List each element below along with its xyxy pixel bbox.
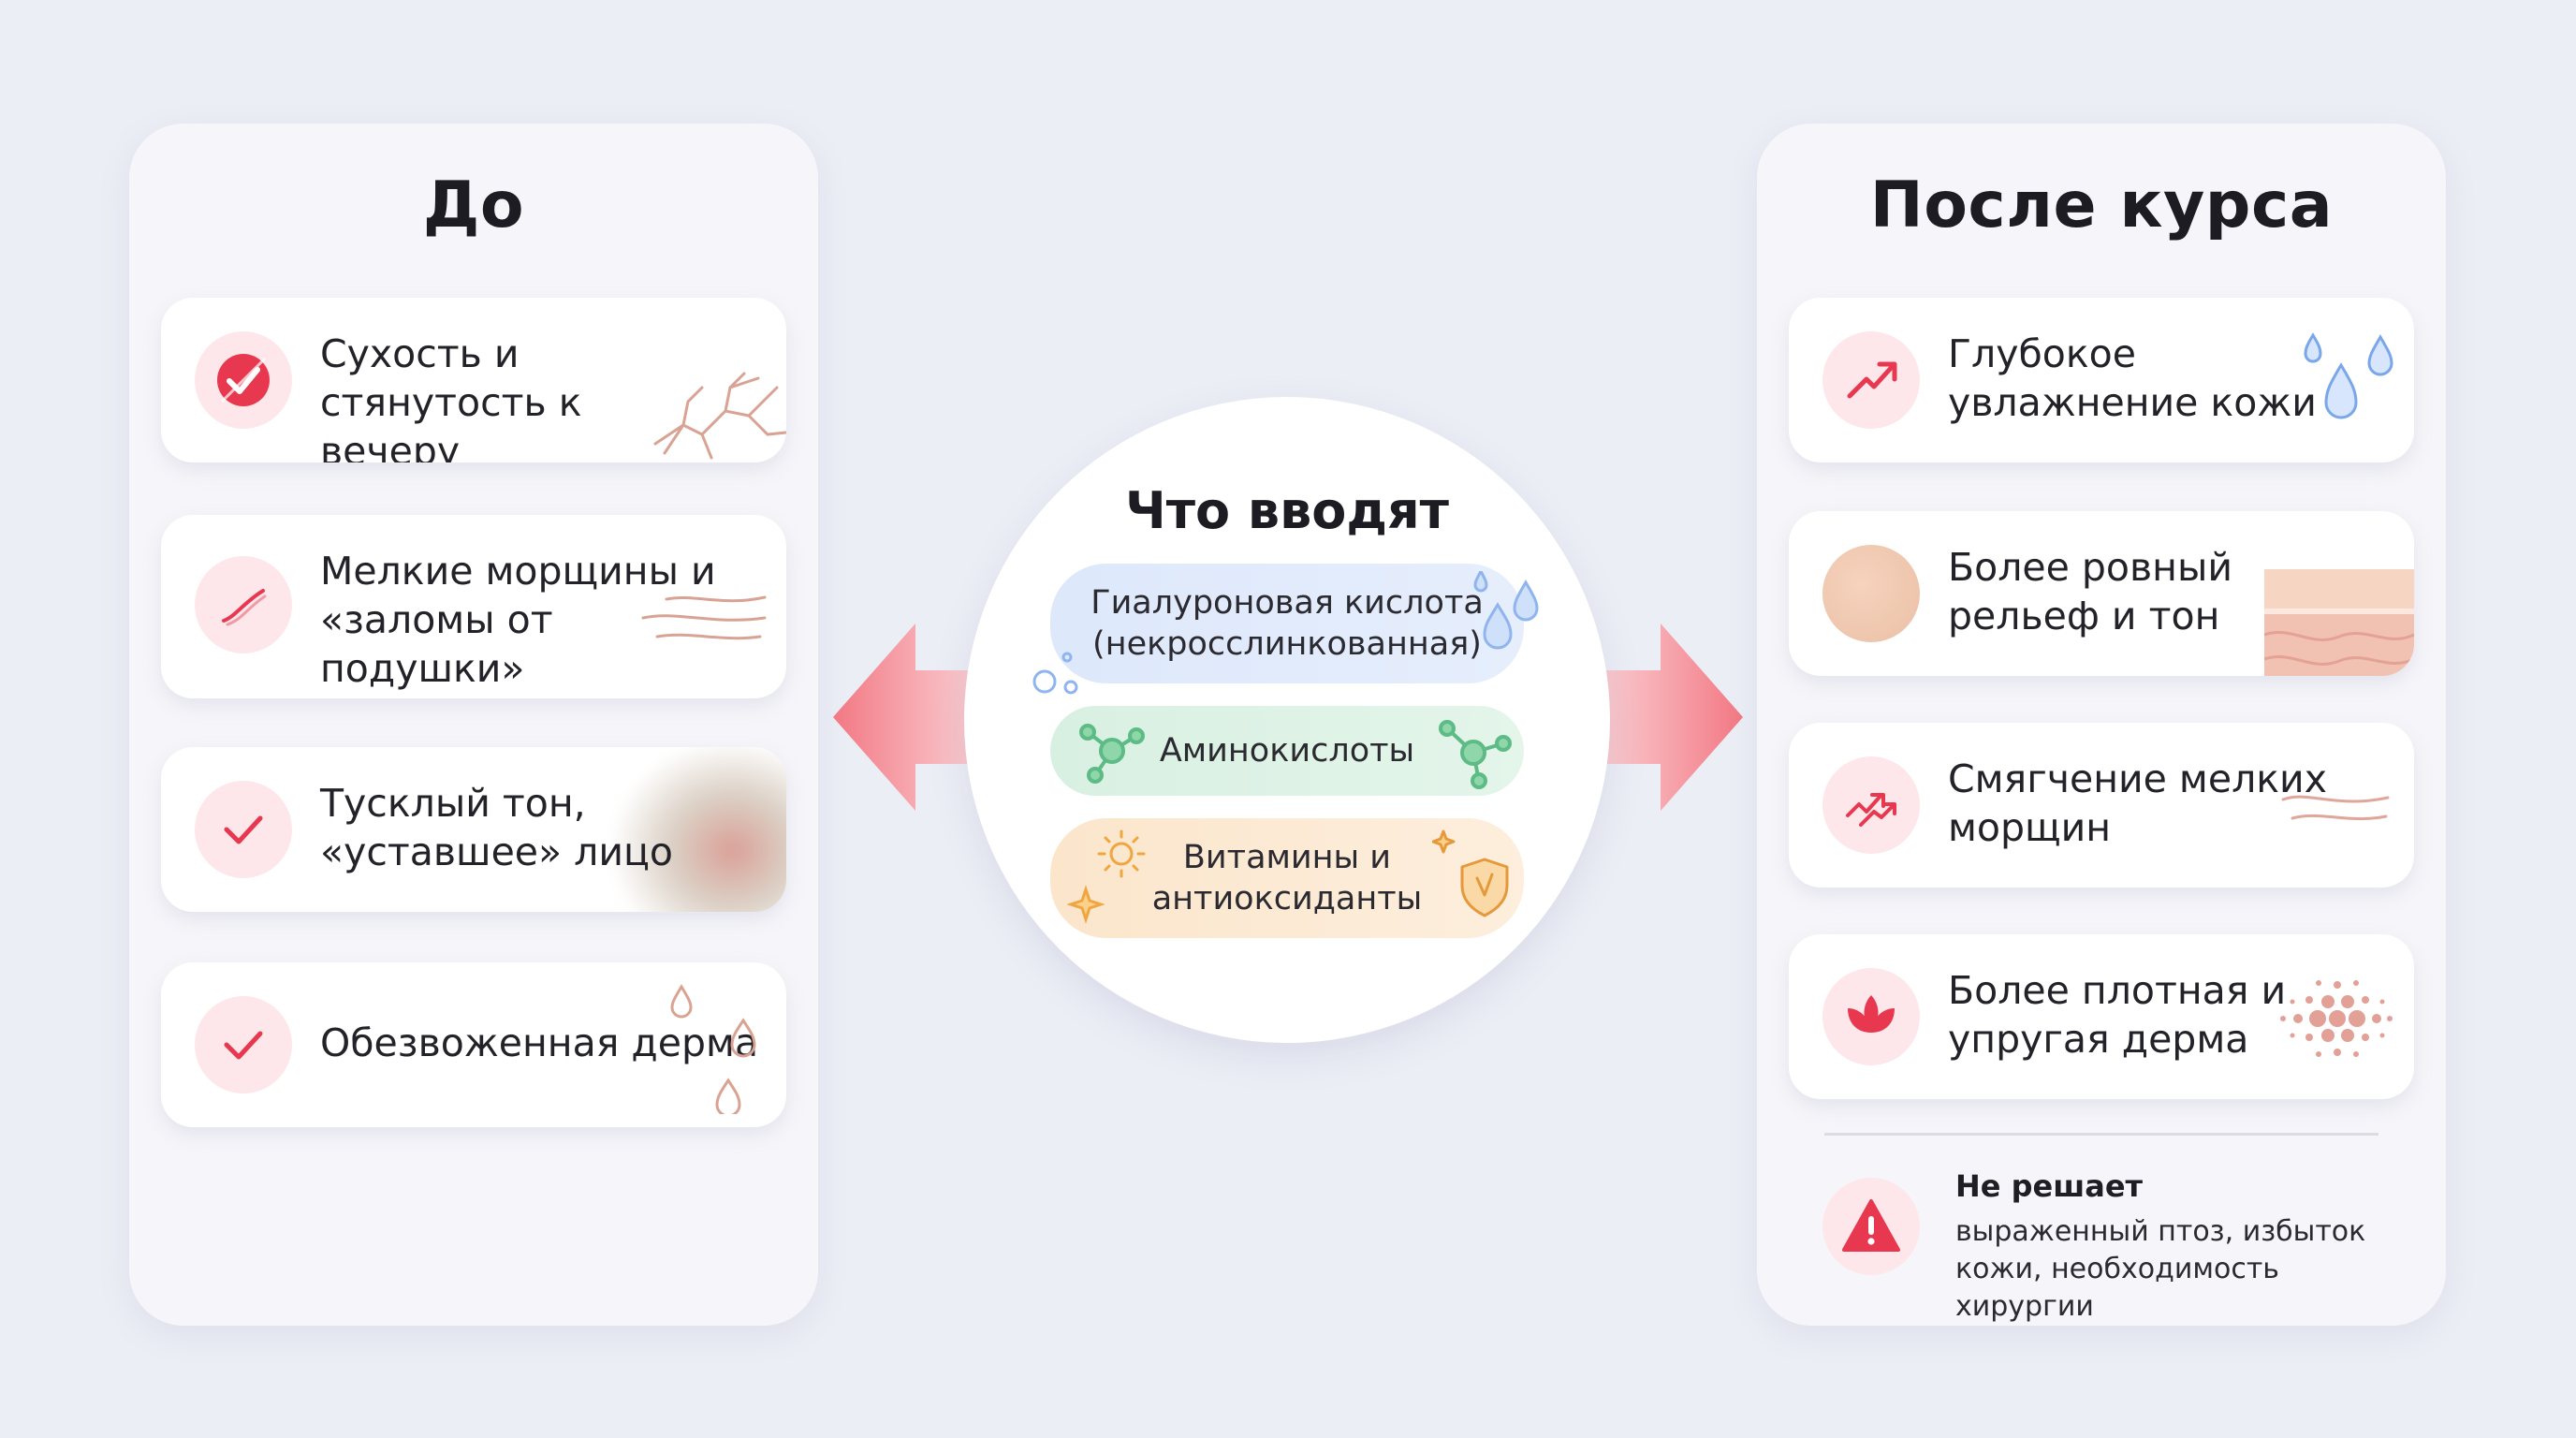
- after-item-text: Смягчение мелких морщин: [1948, 756, 2327, 850]
- arrow-right-icon: [1593, 624, 1743, 811]
- ingredient-text: Гиалуроновая кислота (некросслинкованная…: [1090, 584, 1484, 663]
- before-item-text: Сухость и стянутость к вечеру: [320, 331, 582, 462]
- warning-text: выраженный птоз, избыток кожи, необходим…: [1955, 1215, 2366, 1323]
- wrinkle-line-icon: [195, 556, 292, 653]
- bubbles-icon: [1032, 652, 1078, 695]
- after-panel: После курса Глубокое увлажнение кожи Бол…: [1757, 124, 2446, 1326]
- wave-lines-icon: [2281, 795, 2390, 821]
- arrow-left-icon: [833, 624, 983, 811]
- trend-up-icon: [1822, 331, 1920, 429]
- blue-drops-icon: [2304, 332, 2393, 419]
- molecule-icon: [1439, 720, 1512, 789]
- after-item-hydration: Глубокое увлажнение кожи: [1789, 298, 2414, 462]
- before-item-wrinkles: Мелкие морщины и «заломы от подушки»: [161, 515, 786, 698]
- skin-tone-circle-icon: [1822, 545, 1920, 642]
- before-item-text: Тусклый тон, «уставшее» лицо: [320, 781, 673, 874]
- drops-icon: [670, 984, 756, 1114]
- cracks-icon: [653, 372, 786, 460]
- skin-layer-icon: [2264, 569, 2414, 676]
- before-item-dehydrated: Обезвоженная дерма: [161, 962, 786, 1127]
- before-item-text: Обезвоженная дерма: [320, 1020, 759, 1065]
- wave-lines-icon: [641, 595, 767, 640]
- check-icon: [195, 996, 292, 1093]
- dots-pattern-icon: [2280, 980, 2393, 1057]
- check-badge-icon: [195, 331, 292, 429]
- warning-triangle-icon: [1822, 1178, 1920, 1275]
- before-panel: До Сухость и стянутость к вечеру: [129, 124, 818, 1326]
- before-item-dryness: Сухость и стянутость к вечеру: [161, 298, 786, 462]
- before-title: До: [422, 169, 525, 242]
- dull-skin-blob: [608, 747, 786, 912]
- after-item-dense-dermis: Более плотная и упругая дерма: [1789, 934, 2414, 1099]
- sun-icon: [1067, 829, 1146, 924]
- ingredients-title: Что вводят: [1125, 481, 1449, 540]
- check-icon: [195, 781, 292, 878]
- water-drops-icon: [1473, 571, 1539, 650]
- after-item-wrinkle-softening: Смягчение мелких морщин: [1789, 723, 2414, 888]
- lotus-icon: [1822, 968, 1920, 1065]
- before-item-text: Мелкие морщины и «заломы от подушки»: [320, 549, 716, 691]
- after-item-text: Более плотная и упругая дерма: [1948, 968, 2287, 1062]
- molecule-icon: [1079, 724, 1145, 784]
- after-title: После курса: [1869, 169, 2334, 242]
- ingredient-text: Витамины и антиоксиданты: [1151, 839, 1423, 917]
- ingredients-circle: Что вводят Гиалуроновая кислота (некросс…: [964, 397, 1610, 1043]
- after-item-even-tone: Более ровный рельеф и тон: [1789, 511, 2414, 676]
- warning-title: Не решает: [1955, 1168, 2144, 1204]
- before-item-dull-tone: Тусклый тон, «уставшее» лицо: [161, 747, 786, 912]
- smooth-arrows-icon: [1822, 756, 1920, 854]
- divider: [1824, 1133, 2378, 1136]
- ingredient-hyaluronic: Гиалуроновая кислота (некросслинкованная…: [1050, 564, 1524, 683]
- after-item-text: Глубокое увлажнение кожи: [1948, 331, 2317, 425]
- after-item-text: Более ровный рельеф и тон: [1948, 545, 2232, 638]
- shield-icon: [1432, 829, 1509, 917]
- ingredient-text: Аминокислоты: [1159, 732, 1415, 770]
